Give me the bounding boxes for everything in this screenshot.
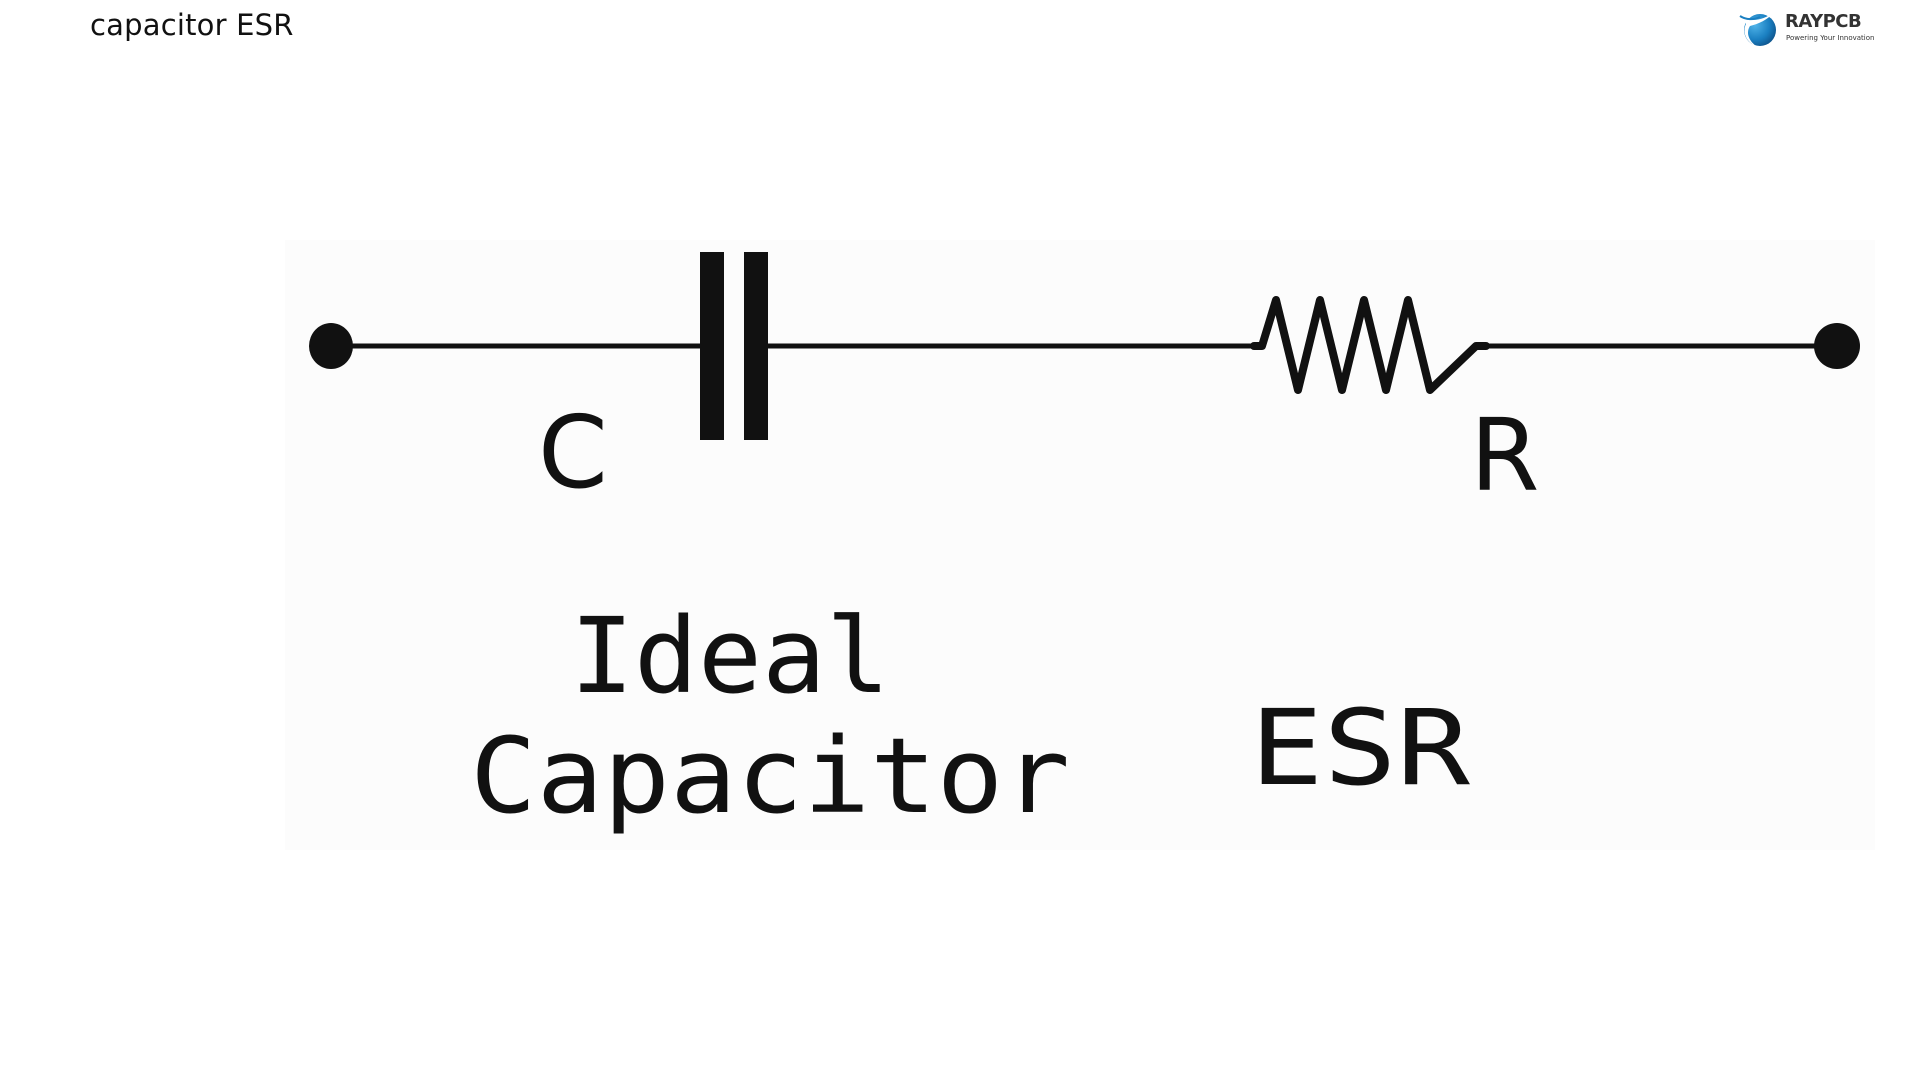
capacitor-plate-right <box>744 252 768 440</box>
logo-tagline: Powering Your Innovation <box>1786 34 1875 42</box>
resistor-symbol-label: R <box>1470 397 1539 514</box>
capacitor-symbol-label: C <box>538 394 608 511</box>
brand-logo: RAYPCB Powering Your Innovation <box>1738 8 1878 48</box>
page-title: capacitor ESR <box>90 8 294 42</box>
left-terminal-dot <box>309 323 353 369</box>
diagram-background <box>285 240 1875 850</box>
esr-label: ESR <box>1250 687 1470 809</box>
resistor-zigzag <box>1250 296 1490 394</box>
capacitor-desc-line1: Ideal <box>570 595 890 717</box>
capacitor-desc-line2: Capacitor <box>470 715 1070 837</box>
capacitor-plate-left <box>700 252 724 440</box>
logo-name: RAYPCB <box>1785 11 1862 32</box>
right-terminal-dot <box>1814 323 1860 369</box>
raypcb-globe-logo-icon <box>1739 12 1776 46</box>
